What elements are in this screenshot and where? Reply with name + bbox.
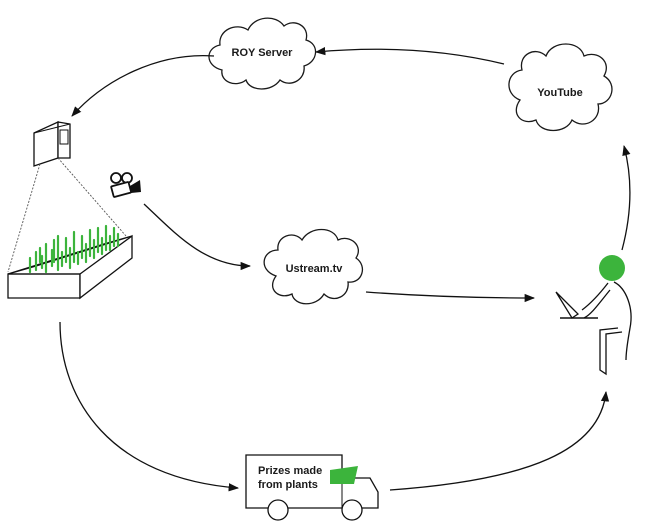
video-camera-icon — [110, 172, 141, 198]
webcam-icon — [33, 120, 71, 167]
arrow-planter-to-truck — [59, 321, 240, 492]
arrow-youtube-to-roy — [314, 47, 505, 65]
youtube-label: YouTube — [537, 87, 582, 99]
planter-box-icon — [7, 224, 133, 300]
cloud-icon — [208, 17, 317, 90]
person-head — [599, 255, 625, 281]
truck-label-line2: from plants — [258, 479, 318, 491]
arrow-roy-to-webcam — [71, 54, 215, 117]
plants — [28, 224, 120, 274]
ustream-label: Ustream.tv — [286, 263, 344, 275]
cloud-icon — [508, 43, 613, 132]
truck-label-line1: Prizes made — [258, 465, 322, 477]
person-at-laptop-icon — [555, 255, 632, 376]
arrow-camera-to-ustream — [143, 203, 252, 271]
roy-server-cloud: ROY Server — [208, 17, 317, 90]
delivery-truck-icon: Prizes made from plants — [245, 454, 379, 521]
ustream-cloud: Ustream.tv — [263, 228, 364, 305]
youtube-cloud: YouTube — [508, 43, 613, 132]
roy-server-label: ROY Server — [232, 47, 294, 59]
arrow-truck-to-person — [389, 390, 610, 491]
arrow-ustream-to-person — [365, 291, 536, 303]
cloud-icon — [263, 228, 364, 305]
arrow-person-to-youtube — [621, 144, 631, 251]
view-line-left — [7, 163, 41, 273]
